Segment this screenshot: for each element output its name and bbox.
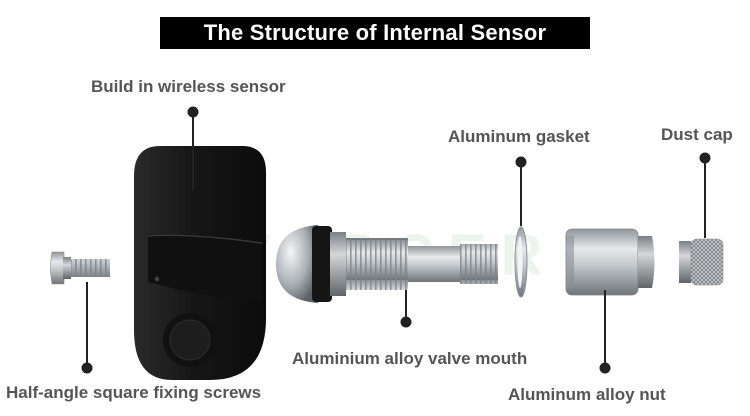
alloy-nut-part	[565, 228, 655, 296]
aluminum-gasket-part	[514, 226, 528, 298]
label-aluminum-gasket: Aluminum gasket	[448, 127, 590, 146]
leader-valve	[400, 290, 412, 328]
label-valve-mouth: Aluminium alloy valve mouth	[292, 349, 528, 368]
wireless-sensor-part	[134, 146, 266, 380]
fixing-screw-part	[50, 251, 110, 285]
label-alloy-nut: Aluminum alloy nut	[508, 385, 666, 404]
diagram-title: The Structure of Internal Sensor	[203, 20, 547, 45]
leader-screws	[81, 282, 93, 374]
label-wireless-sensor: Build in wireless sensor	[91, 77, 286, 96]
leader-nut	[599, 290, 611, 374]
dust-cap-part	[679, 238, 724, 286]
label-fixing-screws: Half-angle square fixing screws	[6, 383, 262, 402]
title-banner: The Structure of Internal Sensor	[160, 17, 590, 49]
valve-mouth-part	[276, 225, 498, 303]
leader-gasket	[515, 156, 527, 226]
label-dust-cap: Dust cap	[661, 125, 733, 144]
leader-dustcap	[699, 152, 711, 238]
leader-wireless	[187, 106, 199, 190]
